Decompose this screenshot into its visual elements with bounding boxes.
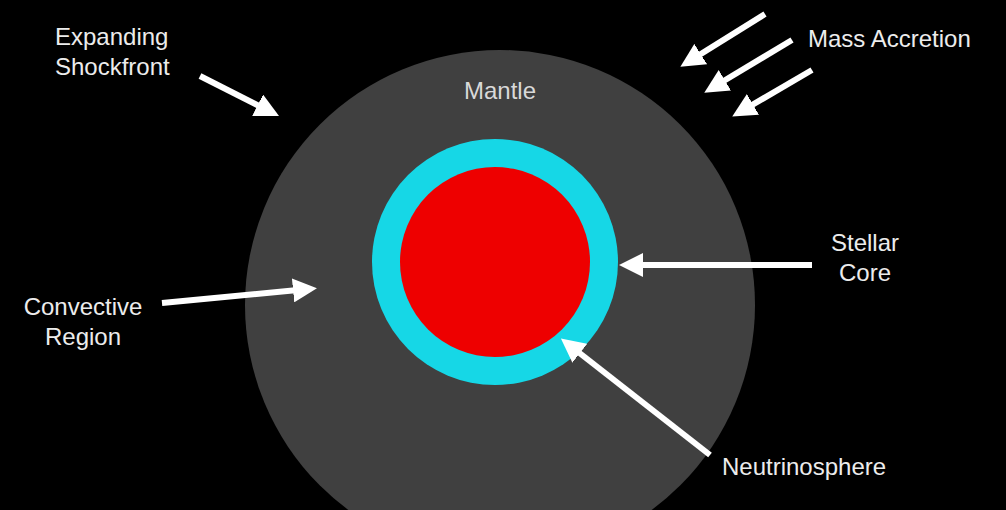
callout-label: Expanding Shockfront [55, 22, 190, 82]
mantle-disc [245, 50, 755, 510]
callout-label: Convective Region [8, 292, 158, 352]
callout-label: Mass Accretion [808, 24, 971, 54]
mantle-shape [245, 50, 755, 510]
region-name: Mantle [245, 76, 755, 106]
accretion-arrow [688, 14, 765, 62]
stellar-core-arrow [628, 262, 812, 268]
accretion-arrow [740, 70, 812, 112]
callout-label: Stellar Core [810, 228, 920, 288]
shockfront-arrow [200, 76, 271, 112]
stellar-core-disc [400, 167, 590, 357]
accretion-arrow [712, 40, 792, 88]
callout-label: Neutrinosphere [722, 452, 886, 482]
neutrinosphere-ring [372, 139, 618, 385]
mantle-circle: Mantle [245, 50, 755, 510]
